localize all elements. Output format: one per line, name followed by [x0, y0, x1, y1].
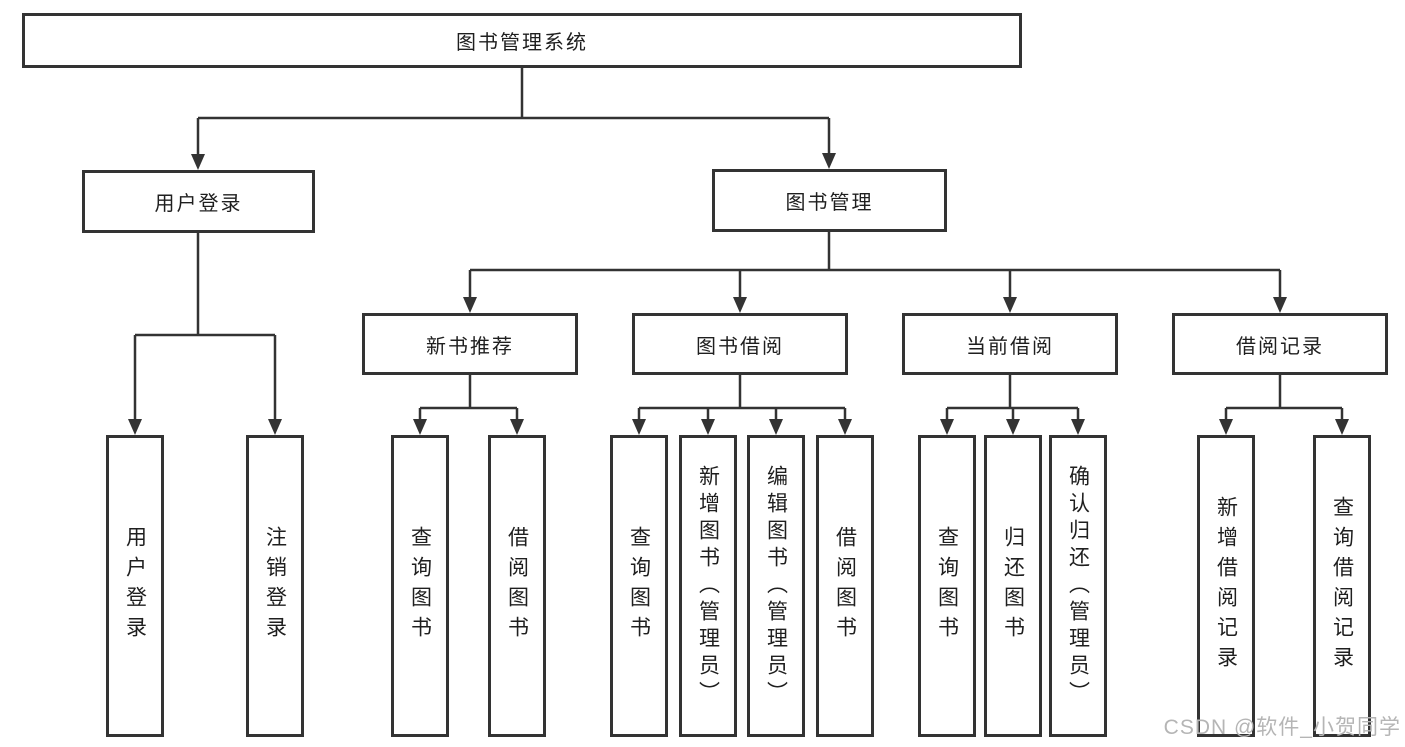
node-book-borrowing: 图书借阅 — [632, 313, 848, 375]
leaf-query-books-borrowing: 查询图书 — [610, 435, 668, 737]
node-library-system: 图书管理系统 — [22, 13, 1022, 68]
csdn-watermark: CSDN @软件_小贺同学 — [1163, 716, 1401, 739]
node-borrowing-records: 借阅记录 — [1172, 313, 1388, 375]
node-book-management: 图书管理 — [712, 169, 947, 232]
leaf-query-books-recommend: 查询图书 — [391, 435, 449, 737]
leaf-query-books-current: 查询图书 — [918, 435, 976, 737]
leaf-borrow-books-recommend: 借阅图书 — [488, 435, 546, 737]
leaf-add-book-admin: 新增图书（管理员） — [679, 435, 737, 737]
node-new-book-recommend: 新书推荐 — [362, 313, 578, 375]
leaf-user-login: 用户登录 — [106, 435, 164, 737]
leaf-add-borrow-record: 新增借阅记录 — [1197, 435, 1255, 737]
node-current-borrowing: 当前借阅 — [902, 313, 1118, 375]
node-user-login: 用户登录 — [82, 170, 315, 233]
leaf-confirm-return-admin: 确认归还（管理员） — [1049, 435, 1107, 737]
leaf-edit-book-admin: 编辑图书（管理员） — [747, 435, 805, 737]
leaf-borrow-books-borrowing: 借阅图书 — [816, 435, 874, 737]
leaf-logout: 注销登录 — [246, 435, 304, 737]
leaf-query-borrow-record: 查询借阅记录 — [1313, 435, 1371, 737]
leaf-return-books: 归还图书 — [984, 435, 1042, 737]
